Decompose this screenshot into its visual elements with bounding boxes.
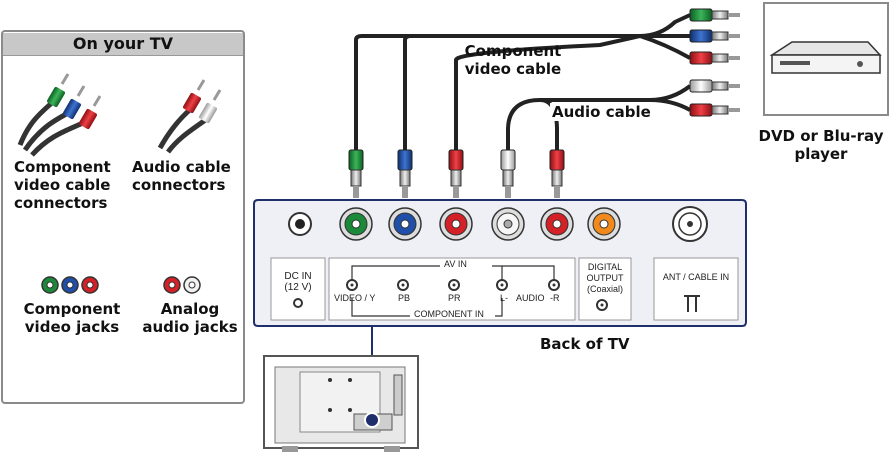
component-connectors-label: Component video cable connectors	[14, 158, 111, 212]
jack-headphone	[288, 212, 312, 236]
jack-blue	[388, 207, 422, 241]
back-of-tv-label: Back of TV	[540, 335, 630, 353]
tv-back-illustration	[263, 355, 419, 452]
av-in-label: AV IN	[444, 259, 467, 269]
dc-in-jack	[293, 298, 303, 308]
tv-plug-red	[448, 149, 464, 198]
component-jacks-label: Component video jacks	[23, 300, 121, 336]
dc-in-label: DC IN (12 V)	[284, 271, 312, 293]
pr-label: PR	[448, 293, 461, 303]
info-panel-frame	[1, 30, 245, 404]
jack-orange	[587, 207, 621, 241]
tv-plug-blue	[397, 149, 413, 198]
video-y-label: VIDEO / Y	[334, 293, 376, 303]
analog-jacks-icon	[163, 276, 201, 294]
pb-label: PB	[398, 293, 411, 303]
tv-plug-green	[348, 149, 364, 198]
component-cable-label: Component video cable	[464, 42, 562, 78]
device-label: DVD or Blu-ray player	[758, 127, 884, 163]
jack-white	[491, 207, 525, 241]
audio-r-label: -R	[550, 293, 560, 303]
digital-output-label: DIGITAL OUTPUT (Coaxial)	[586, 262, 624, 294]
jack-red-audio	[540, 207, 574, 241]
av-in-bracket	[351, 265, 555, 317]
jack-green	[339, 207, 373, 241]
component-cable	[354, 13, 691, 150]
antenna-symbol	[684, 295, 700, 312]
dvd-player-icon	[769, 41, 882, 74]
analog-jacks-label: Analog audio jacks	[142, 300, 238, 336]
av-small-jacks	[346, 279, 608, 311]
dvd-component-plugs	[689, 8, 740, 65]
audio-connectors-icon	[157, 79, 222, 154]
component-in-label: COMPONENT IN	[414, 309, 484, 319]
component-connectors-icon	[17, 73, 102, 157]
audio-connectors-label: Audio cable connectors	[132, 158, 231, 194]
jack-red	[439, 207, 473, 241]
audio-label: AUDIO	[516, 293, 545, 303]
ant-cable-label: ANT / CABLE IN	[662, 272, 730, 282]
jack-antenna	[672, 206, 708, 242]
audio-cable-label: Audio cable	[550, 103, 653, 121]
panel-title: On your TV	[3, 33, 243, 56]
dvd-audio-plugs	[689, 79, 740, 117]
dc-in-box	[270, 257, 326, 321]
component-jacks-icon	[41, 276, 99, 294]
tv-plug-white	[500, 149, 516, 198]
audio-l-label: L-	[500, 293, 509, 303]
tv-plug-red-audio	[549, 149, 565, 198]
